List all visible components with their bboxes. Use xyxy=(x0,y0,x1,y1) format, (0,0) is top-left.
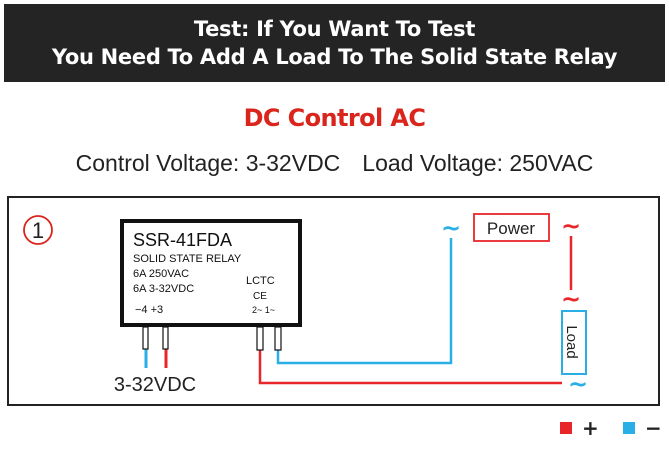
relay-rating-dc: 6A 3-32VDC xyxy=(133,283,194,295)
relay-model: SSR-41FDA xyxy=(133,230,232,250)
title-banner: Test: If You Want To Test You Need To Ad… xyxy=(4,4,665,82)
ac-symbol-power-right: ~ xyxy=(561,212,581,240)
legend-positive: + xyxy=(560,416,599,440)
relay-type: SOLID STATE RELAY xyxy=(133,253,242,265)
ac-symbol-power-left: ~ xyxy=(441,214,461,242)
ac-blue-wire-power xyxy=(276,238,453,365)
legend-blue-swatch xyxy=(623,422,635,434)
step-number-circle xyxy=(23,215,53,245)
input-voltage-label: 3-32VDC xyxy=(114,374,196,396)
ac-red-wire-load xyxy=(258,348,562,385)
relay-rating-ac: 6A 250VAC xyxy=(133,268,189,280)
step-number: 1 xyxy=(32,218,44,243)
ac-symbol-load-bottom: ~ xyxy=(568,370,588,398)
relay-terminals-ac: 2~ 1~ xyxy=(252,305,275,315)
wires xyxy=(144,236,573,385)
pin-dc-positive xyxy=(162,326,169,350)
ac-symbol-load-top: ~ xyxy=(561,285,581,313)
load-label: Load xyxy=(563,325,580,358)
load-voltage: Load Voltage: 250VAC xyxy=(362,150,594,176)
power-box xyxy=(473,213,550,242)
relay-terminals-dc: −4 +3 xyxy=(135,304,163,316)
relay-body xyxy=(120,219,302,327)
banner-line-1: Test: If You Want To Test xyxy=(193,17,476,41)
relay-pins xyxy=(142,326,282,351)
relay-brand: LCTC xyxy=(246,275,275,287)
legend-negative: − xyxy=(623,416,662,440)
banner-line-2: You Need To Add A Load To The Solid Stat… xyxy=(51,45,618,69)
power-label: Power xyxy=(487,219,536,238)
relay-cert: CE xyxy=(253,291,267,302)
control-voltage: Control Voltage: 3-32VDC xyxy=(75,150,341,176)
pin-ac-1 xyxy=(274,326,282,351)
diagram-frame xyxy=(7,196,660,406)
legend-positive-symbol: + xyxy=(582,416,599,440)
load-box xyxy=(561,310,587,375)
pin-dc-negative xyxy=(142,326,149,350)
voltage-specs: Control Voltage: 3-32VDC Load Voltage: 25… xyxy=(0,150,669,177)
legend-negative-symbol: − xyxy=(645,416,662,440)
legend-red-swatch xyxy=(560,422,572,434)
pin-ac-2 xyxy=(256,326,264,351)
subtitle: DC Control AC xyxy=(243,104,426,132)
